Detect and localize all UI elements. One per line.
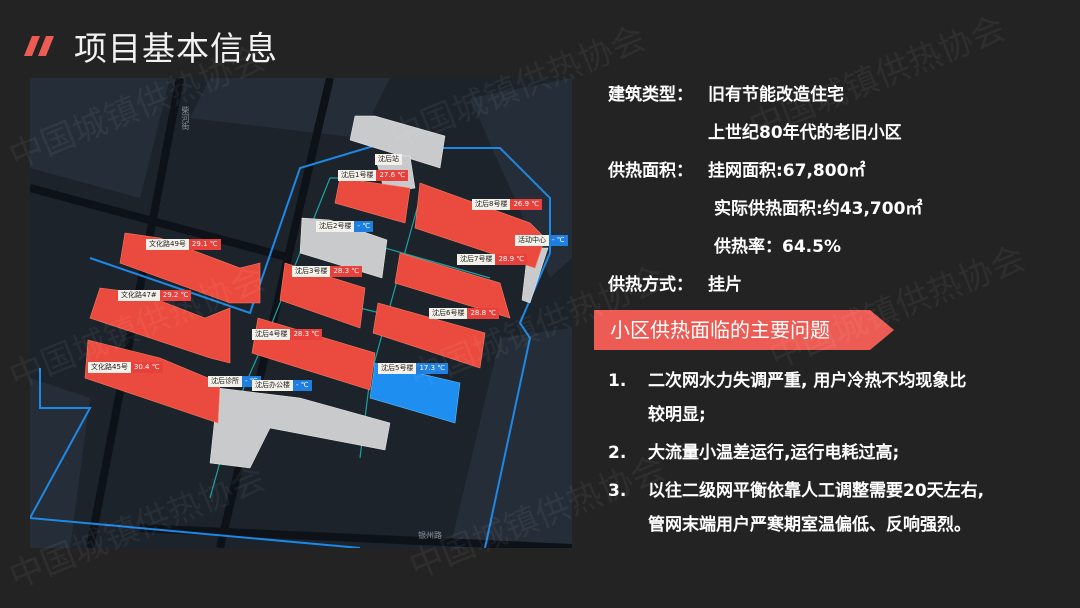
actual-area-value: 实际供热面积:约43,700㎡ bbox=[714, 199, 923, 219]
building-type-value: 旧有节能改造住宅 bbox=[708, 85, 844, 105]
map-label-building[interactable]: 文化路47#29.2 ℃ bbox=[118, 290, 192, 301]
road-label: 银州路 bbox=[418, 531, 442, 540]
heating-method-value: 挂片 bbox=[708, 275, 742, 295]
heating-rate-value: 供热率：64.5% bbox=[714, 237, 841, 257]
road-label: 柴河街 bbox=[181, 106, 190, 130]
map-label-building[interactable]: 沈后办公楼- ℃ bbox=[252, 380, 312, 391]
title-slash-icon bbox=[24, 36, 54, 56]
map-label-building[interactable]: 沈后诊所- ℃ bbox=[208, 376, 261, 387]
problems-heading: 小区供热面临的主要问题 bbox=[594, 310, 894, 350]
building-type-label: 建筑类型： bbox=[608, 85, 693, 105]
heating-method-label: 供热方式： bbox=[608, 275, 693, 295]
page-title: 项目基本信息 bbox=[74, 29, 278, 68]
map-label-building[interactable]: 活动中心- ℃ bbox=[515, 235, 568, 246]
heating-area-label: 供热面积： bbox=[608, 161, 693, 181]
map-label-station[interactable]: 沈后站 bbox=[375, 154, 402, 165]
grid-area-value: 挂网面积:67,800㎡ bbox=[708, 161, 866, 181]
building-type-value-2: 上世纪80年代的老旧小区 bbox=[708, 123, 902, 143]
map-label-building[interactable]: 沈后2号楼- ℃ bbox=[316, 221, 374, 232]
